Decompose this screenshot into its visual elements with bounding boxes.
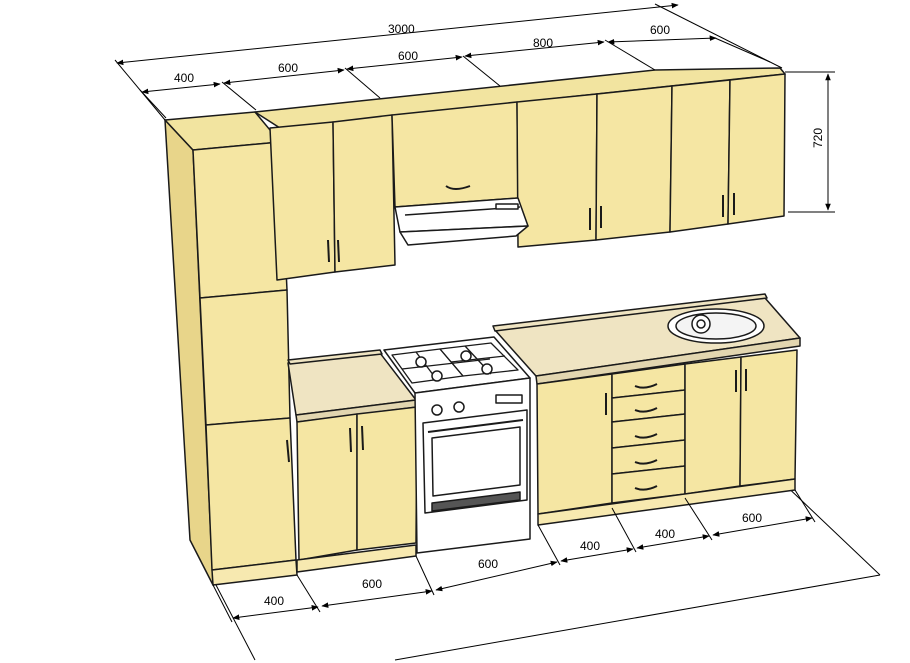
oven-icon: [383, 336, 531, 554]
dim-label-bottom-600-a: 600: [362, 577, 382, 591]
dim-label-top-400: 400: [174, 71, 194, 85]
bottom-dimension-labels: 400 600 600 400 400 600: [264, 511, 762, 608]
bottom-dimensions: [212, 489, 816, 623]
left-base-cabinets: [287, 349, 418, 573]
height-dimension: [785, 71, 835, 213]
dim-label-bottom-600-c: 600: [742, 511, 762, 525]
dim-label-top-800: 800: [533, 36, 553, 50]
right-base-cabinets: [492, 293, 801, 526]
dim-label-bottom-400-a: 400: [264, 594, 284, 608]
dim-label-720: 720: [811, 128, 825, 148]
dim-label-top-600-c: 600: [650, 23, 670, 37]
dim-label-top-600-a: 600: [278, 61, 298, 75]
tall-column-cabinet: [164, 111, 298, 586]
range-hood-icon: [394, 197, 529, 246]
top-dimension-labels: 3000 400 600 600 800 600: [174, 22, 670, 85]
dim-label-bottom-400-c: 400: [655, 527, 675, 541]
dim-label-top-600-b: 600: [398, 49, 418, 63]
dim-label-3000: 3000: [388, 22, 415, 36]
sink-icon: [667, 308, 765, 344]
dim-label-bottom-400-b: 400: [580, 539, 600, 553]
upper-cabinets: [254, 67, 786, 281]
top-dimensions: [114, 2, 783, 121]
dim-label-bottom-600-b: 600: [478, 557, 498, 571]
